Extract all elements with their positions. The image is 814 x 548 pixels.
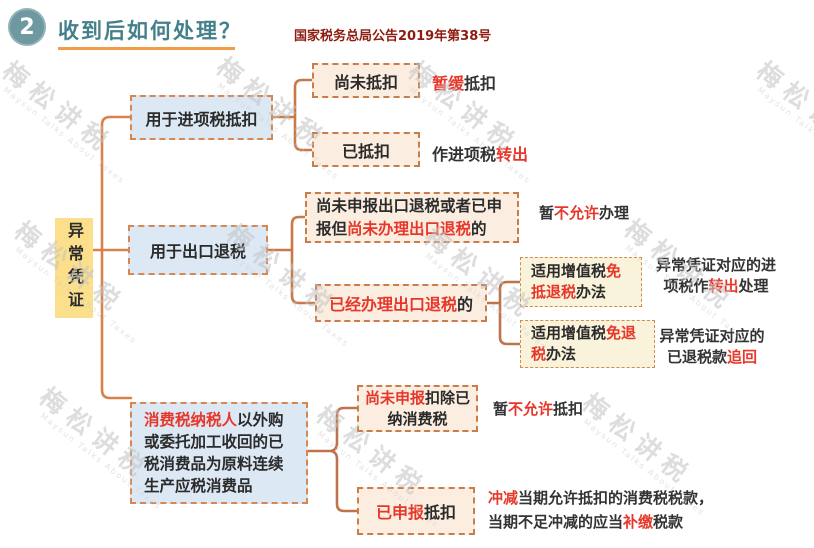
input-tax-bracket xyxy=(271,78,314,152)
node-consumption-declared: 已申报抵扣 xyxy=(357,487,475,535)
branch-consumption-tax-box: 消费税纳税人以外购或委托加工收回的已税消费品为原料连续生产应税消费品 xyxy=(130,402,308,504)
branch-input-tax-box: 用于进项税抵扣 xyxy=(130,95,273,140)
result-input-tax-transfer-out: 异常凭证对应的进项税作转出处理 xyxy=(650,255,782,297)
result-suspend-deduction: 暂缓抵扣 xyxy=(432,70,496,94)
node-text-red: 已经办理出口退税 xyxy=(328,295,457,314)
node-consumption-not-declared: 尚未申报扣除已纳消费税 xyxy=(357,385,478,432)
node-text-red: 尚未申报 xyxy=(364,388,425,407)
node-exemption-refund-method: 适用增值税免退税办法 xyxy=(520,320,655,368)
result-red-text: 追回 xyxy=(727,348,758,366)
node-text: 适用增值税免退税办法 xyxy=(531,323,644,365)
result-text: 办理 xyxy=(599,204,630,222)
node-text-post: 抵扣 xyxy=(424,503,457,522)
node-text-red: 免抵退税 xyxy=(531,262,622,301)
node-text-post: 办法 xyxy=(546,345,577,363)
result-text: 税款 xyxy=(653,513,684,531)
result-text: 暂 xyxy=(493,400,509,418)
node-text-pre: 适用增值税 xyxy=(531,262,607,280)
root-node-abnormal-voucher: 异常凭证 xyxy=(55,218,93,318)
node-text: 尚未申报扣除已纳消费税 xyxy=(359,388,476,430)
result-not-allowed-deduct: 暂不允许抵扣 xyxy=(493,398,583,419)
result-red-text: 冲减 xyxy=(488,489,519,507)
result-red-text: 暂缓 xyxy=(432,74,465,93)
result-red-text: 补缴 xyxy=(623,513,654,531)
node-text-red: 消费税纳税人 xyxy=(144,411,238,429)
title-underline xyxy=(58,47,235,50)
node-text-red: 免退税 xyxy=(531,324,637,363)
result-refund-recovered: 异常凭证对应的已退税款追回 xyxy=(656,326,768,368)
result-red-text: 转出 xyxy=(708,277,739,295)
node-text-post: 以外购或委托加工收回的已税消费品为原料连续生产应税消费品 xyxy=(144,411,284,495)
result-transfer-out: 作进项税转出 xyxy=(432,141,528,165)
export-handled-bracket xyxy=(485,280,522,346)
node-text: 尚未申报出口退税或者已申报但尚未办理出口退税的 xyxy=(316,195,508,241)
result-text: 抵扣 xyxy=(464,74,497,93)
node-refund-not-handled: 尚未申报出口退税或者已申报但尚未办理出口退税的 xyxy=(305,192,519,243)
section-number-badge: 2 xyxy=(8,8,46,46)
node-text-post: 的 xyxy=(471,219,487,238)
branch-export-refund-box: 用于出口退税 xyxy=(128,225,268,275)
result-not-allowed-handle: 暂不允许办理 xyxy=(539,202,629,223)
result-text: 异常凭证对应的进项税作 xyxy=(655,256,776,295)
result-text: 作进项税 xyxy=(432,145,497,164)
node-text: 适用增值税免抵退税办法 xyxy=(531,261,631,303)
node-text-pre: 尚未申报出口退税或者已申报但 xyxy=(316,196,503,238)
result-text: 异常凭证对应的已退税款 xyxy=(659,327,765,366)
result-text: 暂 xyxy=(539,204,555,222)
result-text: 抵扣 xyxy=(553,400,584,418)
node-not-yet-deducted: 尚未抵扣 xyxy=(312,63,420,98)
node-refund-handled: 已经办理出口退税的 xyxy=(315,284,487,322)
node-text: 已经办理出口退税的 xyxy=(329,291,473,315)
result-text: 处理 xyxy=(738,277,769,295)
node-text-post: 的 xyxy=(457,295,474,314)
result-offset-or-pay-back: 冲减当期允许抵扣的消费税税款，当期不足冲减的应当补缴税款 xyxy=(488,486,728,534)
node-text-red: 尚未办理出口退税 xyxy=(347,219,472,238)
regulation-notice: 国家税务总局公告2019年第38号 xyxy=(294,29,492,44)
node-text-red: 已申报 xyxy=(375,503,424,522)
node-text: 已申报抵扣 xyxy=(376,499,456,523)
export-refund-bracket xyxy=(266,215,317,305)
node-exemption-offset-refund-method: 适用增值税免抵退税办法 xyxy=(520,257,642,307)
result-red-text: 不允许 xyxy=(508,400,554,418)
node-text-pre: 适用增值税 xyxy=(531,324,607,342)
node-text-post: 办法 xyxy=(576,283,607,301)
consumption-tax-brace xyxy=(306,406,359,513)
node-already-deducted: 已抵扣 xyxy=(312,132,420,167)
result-text: 当期允许抵扣的消费税税款，当期不足冲减的应当 xyxy=(488,489,714,531)
page-title: 收到后如何处理？ xyxy=(58,19,242,43)
result-red-text: 转出 xyxy=(496,145,529,164)
node-text-post: 扣除已纳消费税 xyxy=(387,388,471,428)
node-text: 消费税纳税人以外购或委托加工收回的已税消费品为原料连续生产应税消费品 xyxy=(144,411,284,495)
trunk-connector xyxy=(91,115,133,400)
result-red-text: 不允许 xyxy=(554,204,600,222)
